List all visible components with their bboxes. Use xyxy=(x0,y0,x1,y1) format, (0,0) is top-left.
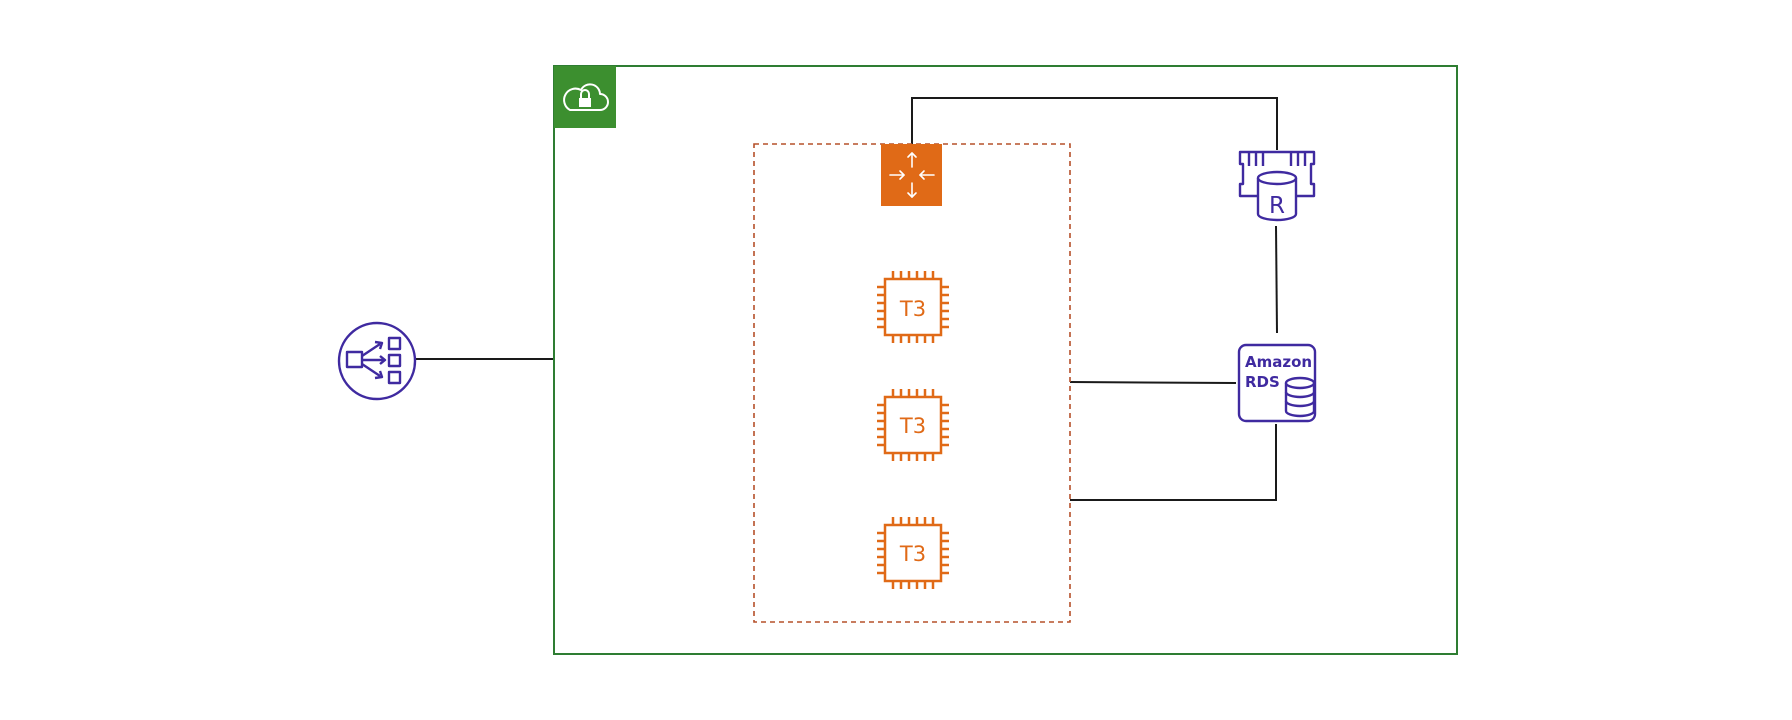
read-replica-label: R xyxy=(1269,193,1285,219)
rds-label-line1: Amazon xyxy=(1245,353,1312,371)
connector-replica-to-rds xyxy=(1275,225,1278,334)
chip-icon xyxy=(877,271,949,343)
vpc-container xyxy=(553,65,1458,655)
connector-router-to-replica xyxy=(911,97,1278,150)
rds-read-replica-icon: R xyxy=(1238,150,1316,222)
connector-asg-to-rds-lower xyxy=(1070,424,1277,501)
chip-icon xyxy=(877,389,949,461)
router-icon xyxy=(881,144,942,206)
ec2-instance-3: T3 xyxy=(877,517,949,589)
elastic-load-balancer-icon xyxy=(337,321,417,401)
ec2-instance-label: T3 xyxy=(899,297,926,321)
chip-icon xyxy=(877,517,949,589)
amazon-rds-icon: Amazon RDS xyxy=(1237,343,1317,423)
cloud-lock-icon xyxy=(563,83,609,111)
ec2-instance-label: T3 xyxy=(899,542,926,566)
connector-asg-to-rds xyxy=(1069,381,1237,384)
vpc-badge xyxy=(554,66,616,128)
rds-label-line2: RDS xyxy=(1245,373,1280,391)
ec2-instance-label: T3 xyxy=(899,414,926,438)
connectors xyxy=(416,97,1278,501)
ec2-instance-1: T3 xyxy=(877,271,949,343)
ec2-instance-2: T3 xyxy=(877,389,949,461)
database-icon xyxy=(1284,376,1316,418)
